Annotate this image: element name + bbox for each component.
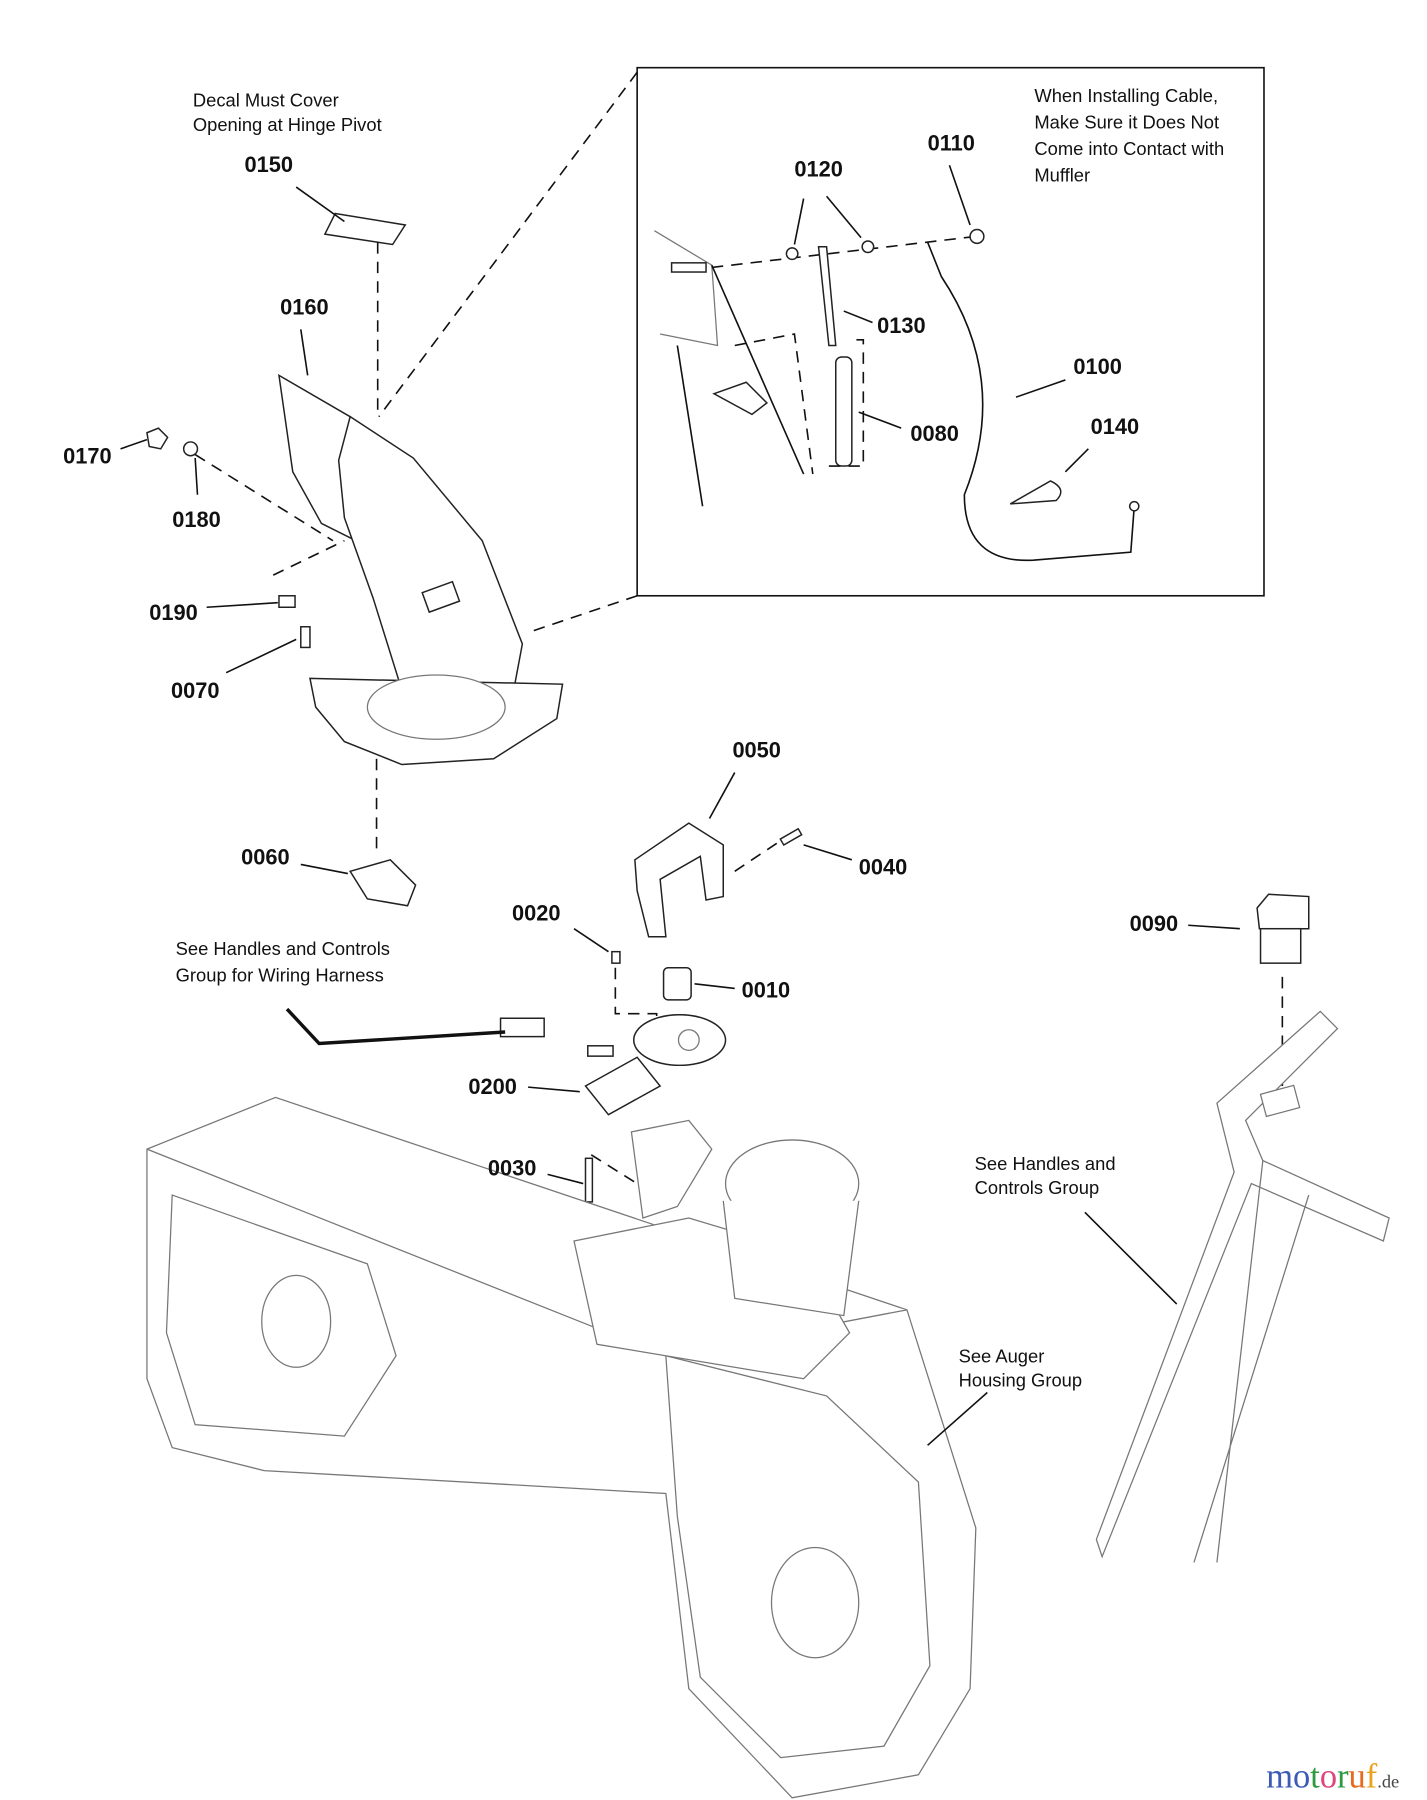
part-number-0120: 0120 xyxy=(794,157,843,182)
inset-leader-bottom xyxy=(527,595,638,634)
screw-0070 xyxy=(300,626,311,649)
part-number-0040: 0040 xyxy=(859,855,908,880)
wiring-harness xyxy=(285,1007,506,1046)
screw-0020 xyxy=(611,950,621,964)
note-decal-line2: Opening at Hinge Pivot xyxy=(193,114,382,135)
part-number-0130: 0130 xyxy=(877,313,926,338)
part-number-0100: 0100 xyxy=(1073,354,1122,379)
part-number-0180: 0180 xyxy=(172,507,221,532)
part-number-0060: 0060 xyxy=(241,844,290,869)
part-number-0150: 0150 xyxy=(245,152,293,177)
part-number-0020: 0020 xyxy=(512,901,561,926)
handle-frame xyxy=(1095,1010,1390,1563)
note-handles-line2: Controls Group xyxy=(975,1177,1099,1198)
cable-0100 xyxy=(926,241,1136,562)
decal-0150 xyxy=(323,212,407,246)
part-number-0110: 0110 xyxy=(928,130,975,155)
part-number-0190: 0190 xyxy=(149,600,198,625)
motoruf-logo: motoruf.de xyxy=(1266,1757,1399,1795)
part-number-0070: 0070 xyxy=(171,678,220,703)
screw-0040 xyxy=(779,827,803,847)
part-number-0090: 0090 xyxy=(1130,911,1179,936)
nut-0170 xyxy=(146,427,169,450)
block-0060 xyxy=(348,858,417,907)
part-number-0140: 0140 xyxy=(1091,414,1140,439)
bolt-0030 xyxy=(584,1157,594,1203)
part-number-0200: 0200 xyxy=(468,1074,517,1099)
note-handles-line1: See Handles and xyxy=(975,1153,1116,1174)
note-wiring-line1: See Handles and Controls xyxy=(176,938,390,959)
gear-0010 xyxy=(662,966,692,1001)
note-cable-line1: When Installing Cable, xyxy=(1034,85,1218,106)
note-cable-line3: Come into Contact with xyxy=(1034,138,1224,159)
part-number-0050: 0050 xyxy=(732,738,781,763)
note-decal-line1: Decal Must Cover xyxy=(193,90,339,111)
nut-0110 xyxy=(969,228,985,245)
part-number-0030: 0030 xyxy=(488,1156,537,1181)
part-number-0010: 0010 xyxy=(742,978,791,1003)
note-auger-line2: Housing Group xyxy=(959,1370,1083,1391)
clip-0140 xyxy=(1009,480,1062,505)
bracket xyxy=(712,381,769,416)
rod-0130 xyxy=(817,246,837,347)
note-auger-line1: See Auger xyxy=(959,1346,1045,1367)
note-wiring-line2: Group for Wiring Harness xyxy=(176,965,384,986)
switch-0090 xyxy=(1256,893,1310,930)
auger-housing xyxy=(146,1096,977,1799)
washer-0180 xyxy=(182,441,199,457)
note-cable-line2: Make Sure it Does Not xyxy=(1034,112,1219,133)
washer-0120a xyxy=(785,247,799,261)
note-cable-line4: Muffler xyxy=(1034,164,1090,185)
washer-0120b xyxy=(861,240,875,254)
motor-cover-0050 xyxy=(634,822,725,938)
connector xyxy=(499,1017,545,1038)
inset-leader-top xyxy=(378,71,638,418)
svg-text:motoruf.de: motoruf.de xyxy=(1266,1757,1399,1795)
spring-0080 xyxy=(835,356,853,467)
part-number-0160: 0160 xyxy=(280,295,329,320)
part-number-0170: 0170 xyxy=(63,444,112,469)
screw-0190 xyxy=(278,595,296,608)
part-number-0080: 0080 xyxy=(910,421,959,446)
detail-inset-frame xyxy=(636,66,1265,597)
